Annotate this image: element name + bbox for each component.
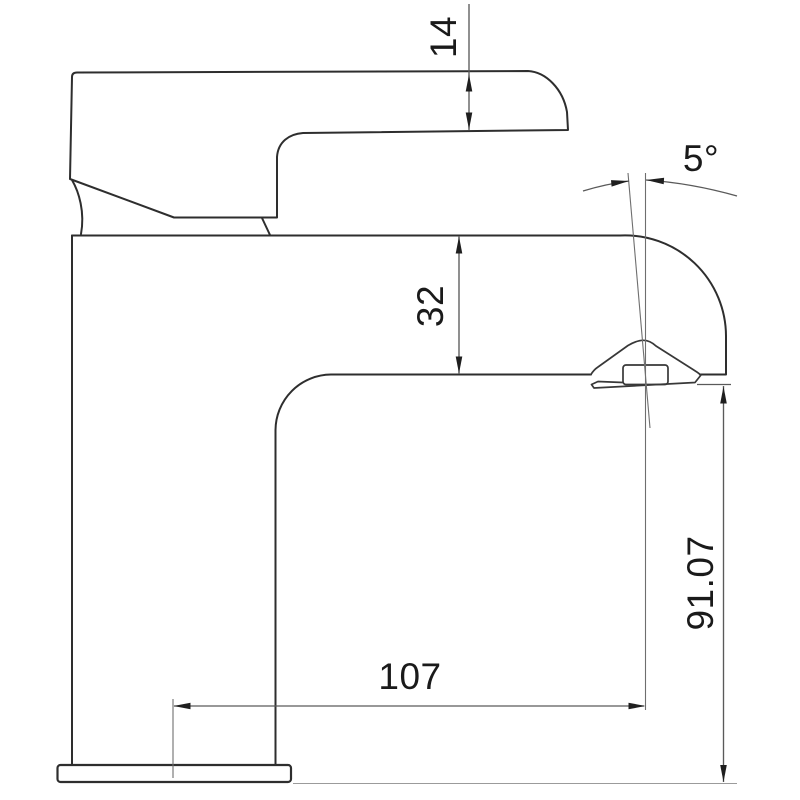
aerator-plate xyxy=(590,374,702,389)
spout-underside xyxy=(274,373,592,766)
angle-arrow-right xyxy=(646,177,665,185)
handle-outline xyxy=(69,70,569,219)
neck-right-edge xyxy=(261,217,271,236)
faucet-outline xyxy=(56,70,727,784)
dim-14-arrow-up xyxy=(465,74,473,92)
dim-91-arrow-down xyxy=(720,765,727,782)
neck-left-edge xyxy=(71,179,84,235)
dimension-spout-body-height: 32 xyxy=(410,236,463,374)
dimension-reach: 107 xyxy=(172,656,646,778)
dim-32-arrow-up xyxy=(455,236,463,254)
aerator-dome xyxy=(590,339,702,376)
dimension-outlet-height: 91.07 xyxy=(293,383,737,785)
dim-14-arrow-down xyxy=(465,112,473,130)
dim-107-arrow-left xyxy=(173,702,191,710)
dim-32-arrow-down xyxy=(455,356,463,374)
dimension-handle-thickness: 14 xyxy=(423,4,473,130)
dim-107-arrow-right xyxy=(628,702,646,710)
dim-14-label: 14 xyxy=(423,16,464,58)
body-top-and-shoulder xyxy=(71,234,727,376)
dim-107-label: 107 xyxy=(378,656,441,697)
dim-91-arrow-up xyxy=(720,386,727,404)
angle-label: 5° xyxy=(683,138,719,179)
dim-91-label: 91.07 xyxy=(680,535,721,630)
angle-tilted-reference-line xyxy=(627,172,651,429)
dimension-outlet-angle: 5° xyxy=(582,138,738,710)
base-plate xyxy=(56,763,293,784)
angle-arrow-left xyxy=(611,180,629,187)
dim-32-label: 32 xyxy=(410,285,451,327)
